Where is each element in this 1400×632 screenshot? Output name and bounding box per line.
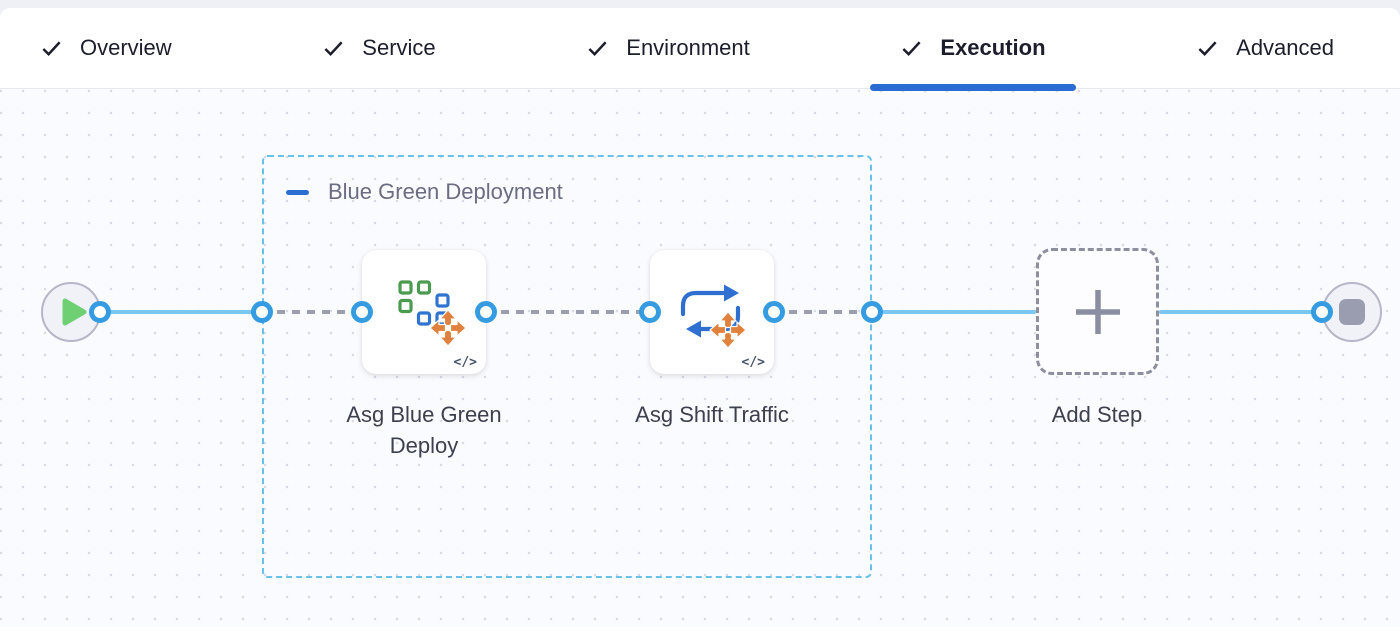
connector-port [89,301,111,323]
connector-line-solid [1159,310,1322,314]
execution-graph-canvas[interactable]: Blue Green Deployment </> [0,88,1400,627]
check-icon [902,40,921,56]
code-template-badge: </> [741,355,765,370]
stop-icon [1339,299,1365,325]
tab-environment[interactable]: Environment [586,8,750,88]
step-label: Asg Blue Green Deploy [346,402,502,458]
collapse-minus-icon[interactable] [286,189,309,195]
step-node-asg-shift-traffic[interactable]: </> [650,250,774,374]
asg-shift-traffic-icon [680,284,746,349]
connector-line-dashed [774,310,872,314]
check-icon [324,40,343,56]
tab-overview[interactable]: Overview [40,8,172,88]
tab-advanced[interactable]: Advanced [1196,8,1334,88]
asg-blue-green-deploy-icon [398,280,467,347]
connector-port [475,301,497,323]
tab-label: Service [362,35,436,60]
check-icon [42,40,61,56]
code-template-badge: </> [453,355,477,370]
check-icon [588,40,607,56]
tab-label: Execution [940,35,1046,60]
step-group-label: Blue Green Deployment [328,179,563,204]
play-icon [62,298,87,326]
tab-service[interactable]: Service [322,8,436,88]
connector-line-dashed [262,310,362,314]
connector-port [1311,301,1333,323]
tab-execution[interactable]: Execution [870,8,1076,91]
connector-port [639,301,661,323]
connector-line-dashed [486,310,650,314]
canvas-bottom-edge [0,627,1400,632]
tab-label: Environment [626,35,750,60]
tab-label: Overview [80,35,172,60]
plus-icon [1075,289,1120,334]
connector-line-solid [872,310,1036,314]
tab-label: Advanced [1236,35,1334,60]
step-label: Asg Shift Traffic [635,402,789,427]
add-step-button[interactable] [1036,248,1159,375]
add-step-label: Add Step [1051,402,1143,427]
connector-port [251,301,273,323]
connector-port [351,301,373,323]
step-group-header: Blue Green Deployment [286,179,563,205]
connector-line-solid [100,310,262,314]
connector-port [763,301,785,323]
active-tab-indicator [870,84,1076,91]
check-icon [1198,40,1217,56]
move-arrows-icon [429,309,467,347]
step-group-blue-green-deployment: Blue Green Deployment [262,155,872,578]
step-node-asg-blue-green-deploy[interactable]: </> [362,250,486,374]
pipeline-config-tabs: Overview Service Environment Execution A… [0,8,1400,91]
connector-port [861,301,883,323]
